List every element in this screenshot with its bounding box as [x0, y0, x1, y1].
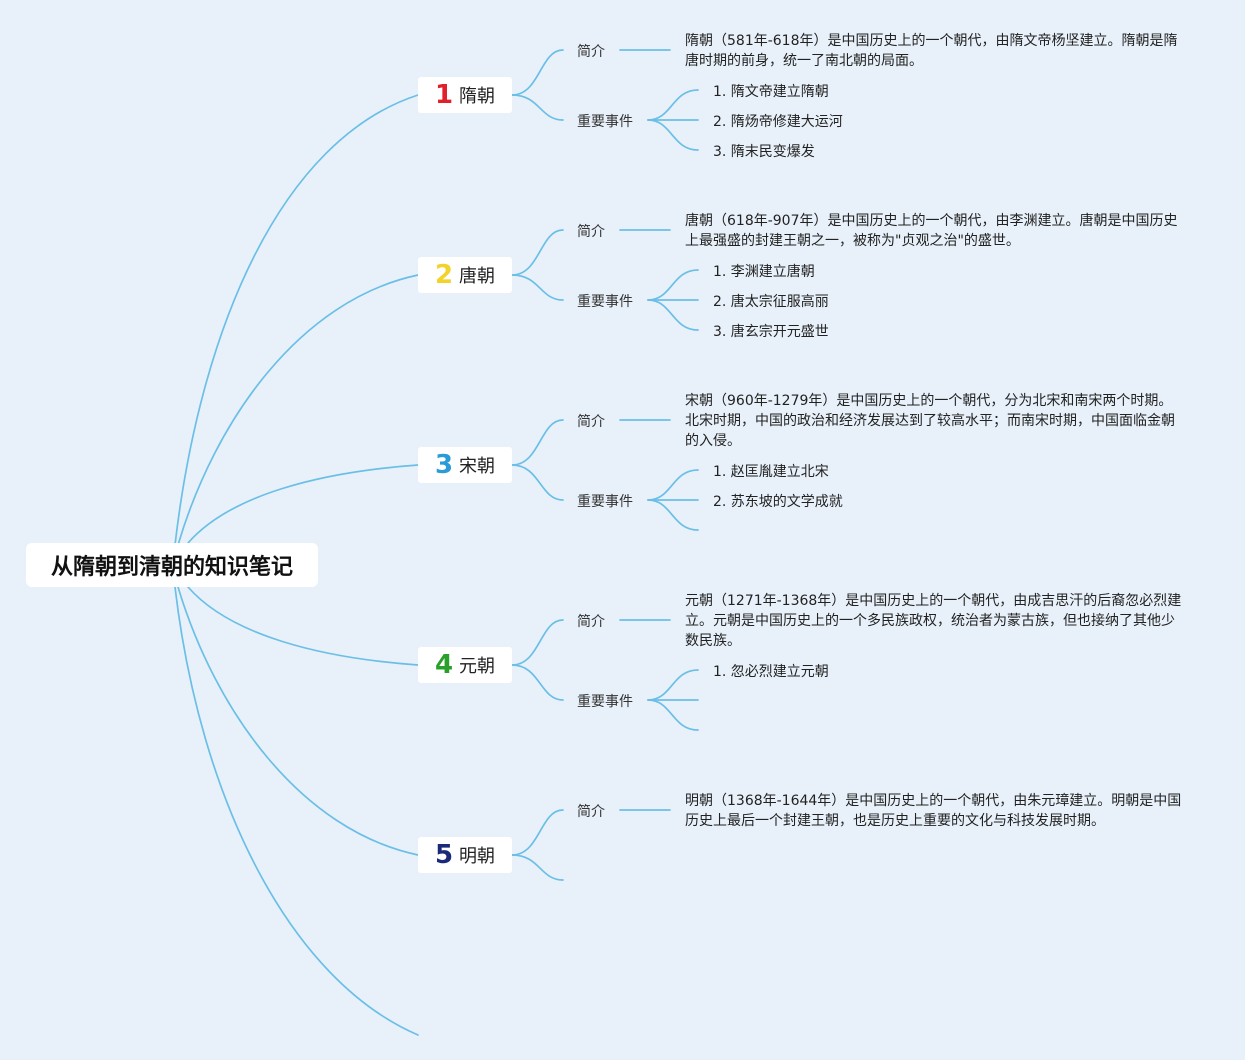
root-link-3 — [187, 464, 419, 544]
intro-text[interactable]: 宋朝（960年-1279年）是中国历史上的一个朝代，分为北宋和南宋两个时期。北宋… — [685, 393, 1175, 449]
event-item[interactable]: 3. 隋末民变爆发 — [713, 144, 815, 160]
number-badge-5: 5 — [434, 840, 454, 870]
event-item[interactable]: 1. 隋文帝建立隋朝 — [713, 84, 829, 100]
intro-label[interactable]: 简介 — [577, 804, 605, 820]
intro-text[interactable]: 明朝（1368年-1644年）是中国历史上的一个朝代，由朱元璋建立。明朝是中国历… — [685, 793, 1182, 829]
event-item[interactable]: 1. 李渊建立唐朝 — [713, 264, 815, 280]
topic-label: 宋朝 — [459, 456, 496, 477]
events-label[interactable]: 重要事件 — [577, 494, 633, 510]
events-label[interactable]: 重要事件 — [577, 694, 633, 710]
events-label[interactable]: 重要事件 — [577, 114, 633, 130]
topic-label: 元朝 — [459, 656, 496, 677]
event-item[interactable]: 3. 唐玄宗开元盛世 — [713, 324, 829, 340]
number-badge-2: 2 — [434, 260, 454, 290]
root-link-2 — [177, 274, 419, 546]
intro-label[interactable]: 简介 — [577, 614, 605, 630]
root-link-1 — [174, 94, 419, 546]
event-item[interactable]: 1. 赵匡胤建立北宋 — [713, 464, 829, 480]
topic-label: 明朝 — [459, 846, 496, 867]
topic-song[interactable]: 3 宋朝 — [418, 447, 512, 483]
topic-yuan[interactable]: 4 元朝 — [418, 647, 512, 683]
intro-text[interactable]: 唐朝（618年-907年）是中国历史上的一个朝代，由李渊建立。唐朝是中国历史上最… — [685, 213, 1178, 249]
root-topic[interactable]: 从隋朝到清朝的知识笔记 — [26, 543, 318, 587]
intro-label[interactable]: 简介 — [577, 44, 605, 60]
event-item[interactable]: 2. 唐太宗征服高丽 — [713, 294, 829, 310]
root-link-6 — [174, 586, 419, 1036]
event-item[interactable]: 2. 隋炀帝修建大运河 — [713, 114, 843, 130]
intro-label[interactable]: 简介 — [577, 414, 605, 430]
intro-label[interactable]: 简介 — [577, 224, 605, 240]
intro-text[interactable]: 元朝（1271年-1368年）是中国历史上的一个朝代，由成吉思汗的后裔忽必烈建立… — [685, 593, 1182, 649]
topic-tang[interactable]: 2 唐朝 — [418, 257, 512, 293]
topic-ming[interactable]: 5 明朝 — [418, 837, 512, 873]
number-badge-4: 4 — [434, 650, 454, 680]
event-item[interactable]: 2. 苏东坡的文学成就 — [713, 494, 843, 510]
intro-text[interactable]: 隋朝（581年-618年）是中国历史上的一个朝代，由隋文帝杨坚建立。隋朝是隋唐时… — [685, 33, 1178, 69]
number-badge-3: 3 — [434, 450, 454, 480]
root-link-4 — [187, 586, 419, 666]
event-item[interactable]: 1. 忽必烈建立元朝 — [713, 664, 829, 680]
number-badge-1: 1 — [434, 80, 454, 110]
events-label[interactable]: 重要事件 — [577, 294, 633, 310]
root-link-5 — [177, 586, 419, 856]
topic-label: 隋朝 — [459, 86, 496, 107]
topic-sui[interactable]: 1 隋朝 — [418, 77, 512, 113]
topic-label: 唐朝 — [459, 266, 496, 287]
